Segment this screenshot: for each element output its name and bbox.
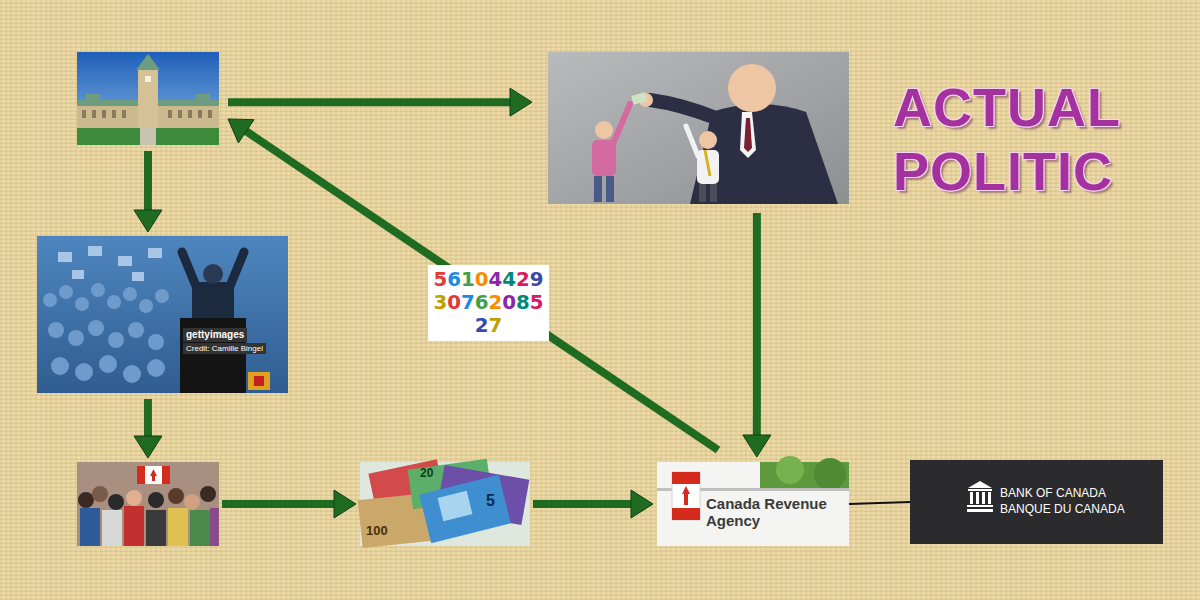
speech-picture-box: gettyimagesCredit: Camille Bingel: [37, 236, 288, 393]
digit: 6: [475, 291, 489, 314]
credit-text: Credit: Camille Bingel: [183, 343, 266, 354]
note-value: 100: [366, 524, 388, 539]
connector: [228, 119, 718, 450]
arrow-head: [134, 210, 162, 232]
connector: [743, 213, 771, 457]
arrow-shaft: [144, 399, 152, 438]
digit: 7: [461, 291, 475, 314]
agency-name: Canada Revenue Agency: [703, 494, 833, 531]
bank-name: BANQUE DU CANADA: [1000, 503, 1125, 517]
digit: 5: [530, 291, 544, 314]
digit: 2: [475, 314, 489, 337]
arrow-shaft: [228, 98, 512, 106]
arrow-shaft: [533, 500, 633, 508]
money-picture-box: 100 20 5: [360, 462, 530, 546]
arrow-head: [631, 490, 653, 518]
arrow-head: [743, 435, 771, 457]
connector: [228, 88, 532, 116]
connector: [134, 399, 162, 458]
arrow-shaft: [849, 502, 910, 504]
digit: 8: [516, 291, 530, 314]
cartoon-picture-box: [548, 52, 849, 204]
arrow-shaft: [753, 213, 761, 437]
parliament-picture: [77, 52, 219, 145]
digit: 9: [530, 268, 544, 291]
connector: [849, 502, 910, 504]
bank-panel-picture: [910, 460, 1163, 544]
digit: 1: [461, 268, 475, 291]
number-picture: 561044293076208527: [428, 265, 549, 341]
digit: 4: [489, 268, 503, 291]
crowd-picture-box: [77, 462, 219, 546]
connector: [533, 490, 653, 518]
digit: 2: [516, 268, 530, 291]
digit: 0: [447, 291, 461, 314]
digit: 5: [433, 268, 447, 291]
digit: 0: [502, 291, 516, 314]
connector: [222, 490, 356, 518]
bank-panel-box: BANK OF CANADA BANQUE DU CANADA: [910, 460, 1163, 544]
arrow-shaft: [144, 151, 152, 212]
connector: [134, 151, 162, 232]
speech-picture: [37, 236, 288, 393]
digit: 0: [475, 268, 489, 291]
arrow-head: [334, 490, 356, 518]
note-value: 5: [486, 492, 495, 510]
crowd-picture: [77, 462, 219, 546]
cra-sign-picture: [657, 456, 849, 546]
arrow-head: [510, 88, 532, 116]
digit: 2: [489, 291, 503, 314]
digit: 3: [433, 291, 447, 314]
digit: 6: [447, 268, 461, 291]
arrow-head: [228, 119, 254, 143]
bank-name: BANK OF CANADA: [1000, 487, 1106, 501]
arrow-shaft: [222, 500, 336, 508]
cartoon-picture: [548, 52, 849, 204]
title-text: ACTUAL POLITIC: [893, 76, 1193, 203]
arrow-head: [134, 436, 162, 458]
cra-sign-box: Canada Revenue Agency: [657, 462, 849, 546]
digit: 4: [502, 268, 516, 291]
digit: 7: [489, 314, 503, 337]
watermark: gettyimages: [183, 328, 247, 342]
arrow-shaft: [245, 130, 718, 450]
note-value: 20: [420, 467, 433, 481]
parliament-picture-box: [77, 52, 219, 145]
money-picture: [358, 459, 530, 548]
